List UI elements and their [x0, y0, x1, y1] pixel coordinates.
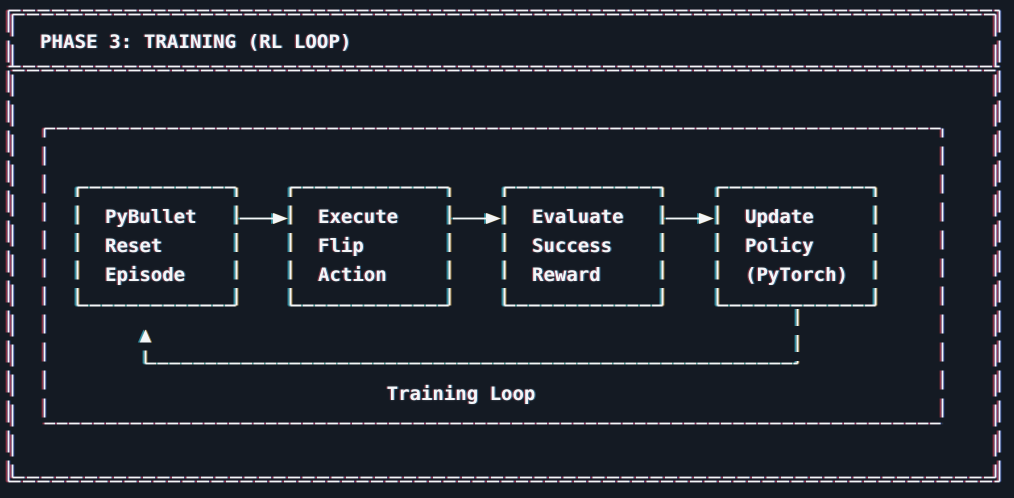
flow-box-line: Episode [105, 264, 186, 286]
arrow-right-icon [699, 213, 714, 224]
arrow-up-icon [139, 329, 152, 343]
outer-frame-border [7, 9, 1001, 483]
flow-box-line: Reset [105, 235, 163, 257]
flow-box-line: Policy [745, 235, 814, 257]
flow-box-line: Execute [318, 206, 399, 228]
flow-box-line: Update [745, 206, 814, 228]
flow-box-line: Flip [318, 235, 364, 257]
training-loop-path [139, 309, 799, 365]
flow-box-pybullet-reset-episode: PyBullet Reset Episode [105, 203, 197, 290]
flow-connectors [240, 213, 714, 224]
flow-box-line: Success [532, 235, 613, 257]
flow-box-line: PyBullet [105, 206, 197, 228]
flow-box-update-policy-pytorch: Update Policy (PyTorch) [745, 203, 848, 290]
flow-box-line: (PyTorch) [745, 264, 848, 286]
training-loop-label: Training Loop [386, 383, 536, 405]
flow-box-line: Action [318, 264, 387, 286]
arrow-right-icon [273, 213, 288, 224]
flow-box-execute-flip-action: Execute Flip Action [318, 203, 398, 290]
flow-box-line: Reward [532, 264, 601, 286]
flow-box-borders [76, 186, 877, 307]
flow-box-line: Evaluate [532, 206, 624, 228]
phase-title: PHASE 3: TRAINING (RL LOOP) [40, 31, 352, 53]
title-separator [8, 65, 1000, 72]
flow-box-evaluate-success-reward: Evaluate Success Reward [532, 203, 624, 290]
flow-area-border [43, 127, 944, 425]
arrow-right-icon [486, 213, 501, 224]
